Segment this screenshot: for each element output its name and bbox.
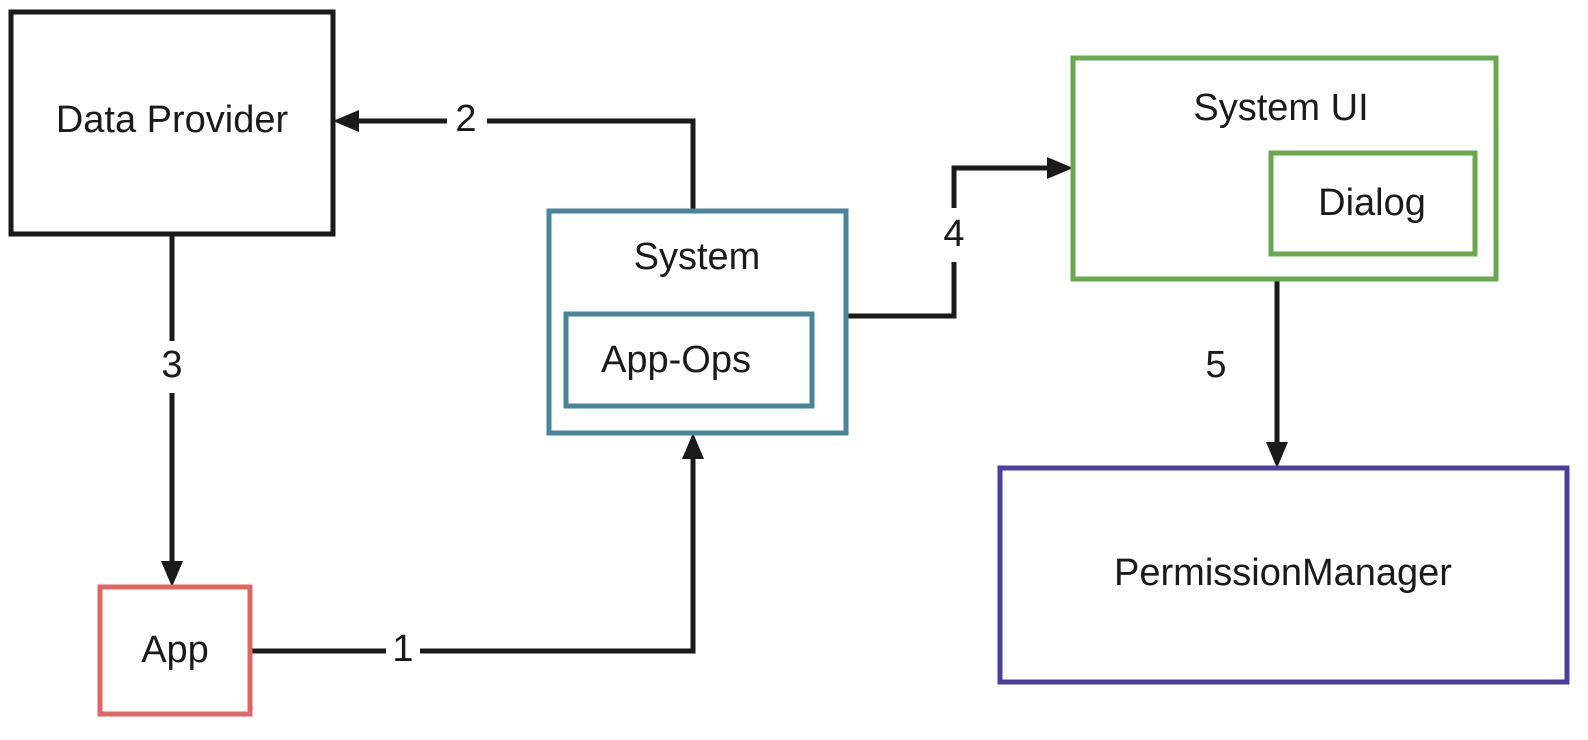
node-label-dialog: Dialog xyxy=(1318,182,1426,224)
edge-data-provider-to-app xyxy=(161,234,183,587)
arrow-head-icon xyxy=(1266,442,1288,468)
edge-line-2 xyxy=(352,118,696,211)
edge-system-to-system-ui xyxy=(846,157,1073,319)
node-label-system: System xyxy=(634,236,761,278)
node-box-permission-manager[interactable] xyxy=(997,465,1570,685)
arrow-head-icon xyxy=(1047,157,1073,179)
node-box-data-provider[interactable] xyxy=(8,9,336,237)
edge-system-to-data-provider xyxy=(333,110,696,211)
node-box-dialog[interactable] xyxy=(1268,150,1478,257)
node-label-app: App xyxy=(141,629,209,671)
node-label-data-provider: Data Provider xyxy=(56,99,289,141)
edge-system-ui-to-permission-manager xyxy=(1266,279,1288,468)
edge-label-1: 1 xyxy=(392,628,413,670)
edge-line-1 xyxy=(250,452,696,654)
node-label-app-ops: App-Ops xyxy=(601,339,751,381)
edge-label-4: 4 xyxy=(943,213,964,255)
node-dialog[interactable]: Dialog xyxy=(1268,150,1478,257)
node-app-ops[interactable]: App-Ops xyxy=(563,311,815,409)
arrow-head-icon xyxy=(161,561,183,587)
edge-app-to-system xyxy=(250,433,704,654)
edge-label-5: 5 xyxy=(1205,344,1226,386)
node-data-provider[interactable]: Data Provider xyxy=(8,9,336,237)
node-label-permission-manager: PermissionManager xyxy=(1114,552,1452,594)
edge-label-3: 3 xyxy=(161,344,182,386)
node-box-app[interactable] xyxy=(97,584,253,717)
edge-line-4 xyxy=(846,165,1054,319)
node-app[interactable]: App xyxy=(97,584,253,717)
node-permission-manager[interactable]: PermissionManager xyxy=(997,465,1570,685)
arrow-head-icon xyxy=(682,433,704,459)
edge-label-2: 2 xyxy=(455,98,476,140)
node-label-system-ui: System UI xyxy=(1193,87,1368,129)
edges-layer xyxy=(161,110,1288,654)
arrow-head-icon xyxy=(333,110,359,132)
node-box-app-ops[interactable] xyxy=(563,311,815,409)
edge-labels-layer: 1 2 3 4 5 xyxy=(161,98,1226,670)
